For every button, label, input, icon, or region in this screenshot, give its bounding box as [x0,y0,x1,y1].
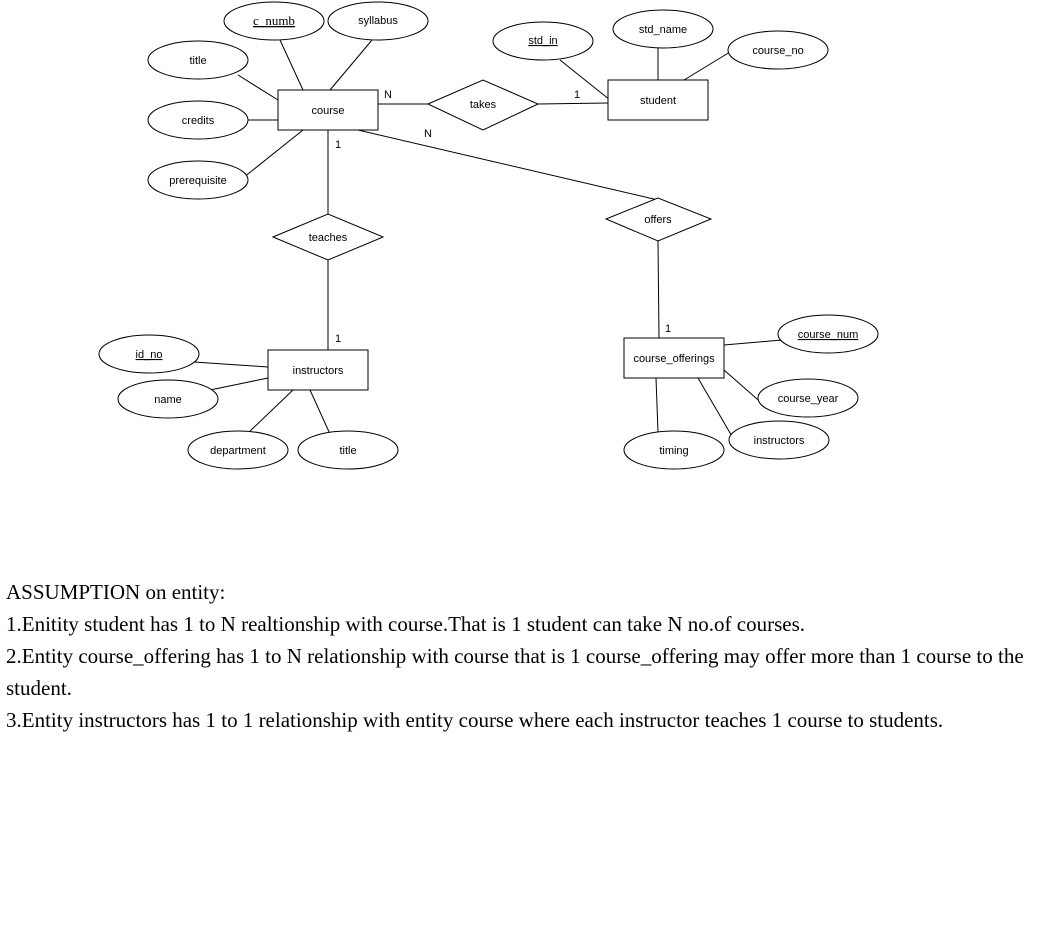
attr-credits[interactable] [147,100,249,140]
link-student-course-no [683,51,731,81]
cardinality-course-offers: N [424,128,432,140]
attr-c-numb-label: c_numb [253,13,295,28]
attr-instructor-title-label: title [339,445,356,457]
entity-instructors-group: instructors id_no name department title [98,334,399,470]
attr-prerequisite[interactable] [147,160,249,200]
attr-course-num[interactable] [777,314,879,354]
cardinality-course-takes: N [384,89,392,101]
entity-course-offerings-label: course_offerings [633,353,715,365]
entity-instructors-label: instructors [293,365,344,377]
er-diagram: course c_numb syllabus title credits pre… [98,1,879,470]
relationship-offers[interactable] [604,197,713,242]
entity-course-label: course [311,105,344,117]
cardinality-student-takes: 1 [574,89,580,101]
assumptions-heading: ASSUMPTION on entity: [6,580,226,604]
attr-timing-label: timing [659,445,688,457]
link-course-prerequisite [242,129,304,179]
assumptions-block: ASSUMPTION on entity: 1.Enitity student … [6,576,1050,736]
cardinality-labels: N 1 N 1 1 1 [335,89,671,345]
entity-instructors[interactable] [267,349,369,391]
attr-prerequisite-label: prerequisite [169,175,226,187]
attr-std-name-label: std_name [639,24,687,36]
attr-course-no[interactable] [727,30,829,70]
link-offers-offerings [657,240,660,339]
relationship-takes-group: takes [426,79,540,131]
attr-std-in-label: std_in [528,35,557,47]
relationship-teaches-group: teaches [271,213,385,261]
entity-course-offerings-group: course_offerings course_num course_year … [623,314,879,470]
relationship-offers-label: offers [644,214,672,226]
attr-syllabus[interactable] [327,1,429,41]
link-course-syllabus [329,39,373,91]
attr-course-title-label: title [189,55,206,67]
cardinality-offerings-offers: 1 [665,323,671,335]
attr-std-name[interactable] [612,9,714,49]
link-course-offers [357,129,659,201]
cardinality-instructors-teaches: 1 [335,333,341,345]
entity-course-group: course c_numb syllabus title credits pre… [147,1,429,200]
attr-department-label: department [210,445,266,457]
attr-id-no[interactable] [98,334,200,374]
attr-offering-instructors-label: instructors [754,435,805,447]
attr-credits-label: credits [182,115,215,127]
attr-syllabus-label: syllabus [358,15,398,27]
relationship-teaches[interactable] [271,213,385,261]
attr-course-title[interactable] [147,40,249,80]
entity-course[interactable] [277,89,379,131]
relationship-teaches-label: teaches [309,232,348,244]
attr-instructor-title[interactable] [297,430,399,470]
link-course-title [237,74,279,101]
connector-lines [193,39,783,451]
attr-offering-instructors[interactable] [728,420,830,460]
assumption-item-2: 2.Entity course_offering has 1 to N rela… [6,644,1024,700]
cardinality-course-teaches: 1 [335,139,341,151]
assumption-item-1: 1.Enitity student has 1 to N realtionshi… [6,612,806,636]
link-instructors-department [247,389,294,434]
assumption-item-3: 3.Entity instructors has 1 to 1 relation… [6,708,944,732]
relationship-takes[interactable] [426,79,540,131]
entity-student-label: student [640,95,676,107]
entity-student-group: student std_in std_name course_no [492,9,829,121]
attr-course-no-label: course_no [752,45,803,57]
link-instructors-name [209,377,269,391]
link-offerings-course-num [723,339,783,346]
attr-course-num-label: course_num [798,329,859,341]
attr-std-in[interactable] [492,21,594,61]
entity-course-offerings[interactable] [623,337,725,379]
attr-course-year-label: course_year [778,393,839,405]
attr-c-numb[interactable] [223,1,325,41]
attr-department[interactable] [187,430,289,470]
attr-id-no-label: id_no [136,349,163,361]
link-student-std-in [559,59,611,101]
link-instructors-id-no [193,361,269,368]
link-course-c-numb [279,39,304,91]
attr-name-label: name [154,394,182,406]
attr-course-year[interactable] [757,378,859,418]
relationship-takes-label: takes [470,99,497,111]
link-offerings-timing [655,377,659,433]
link-instructors-title [309,389,331,435]
attr-timing[interactable] [623,430,725,470]
attr-name[interactable] [117,379,219,419]
entity-student[interactable] [607,79,709,121]
relationship-offers-group: offers [604,197,713,242]
link-takes-student [537,102,609,105]
